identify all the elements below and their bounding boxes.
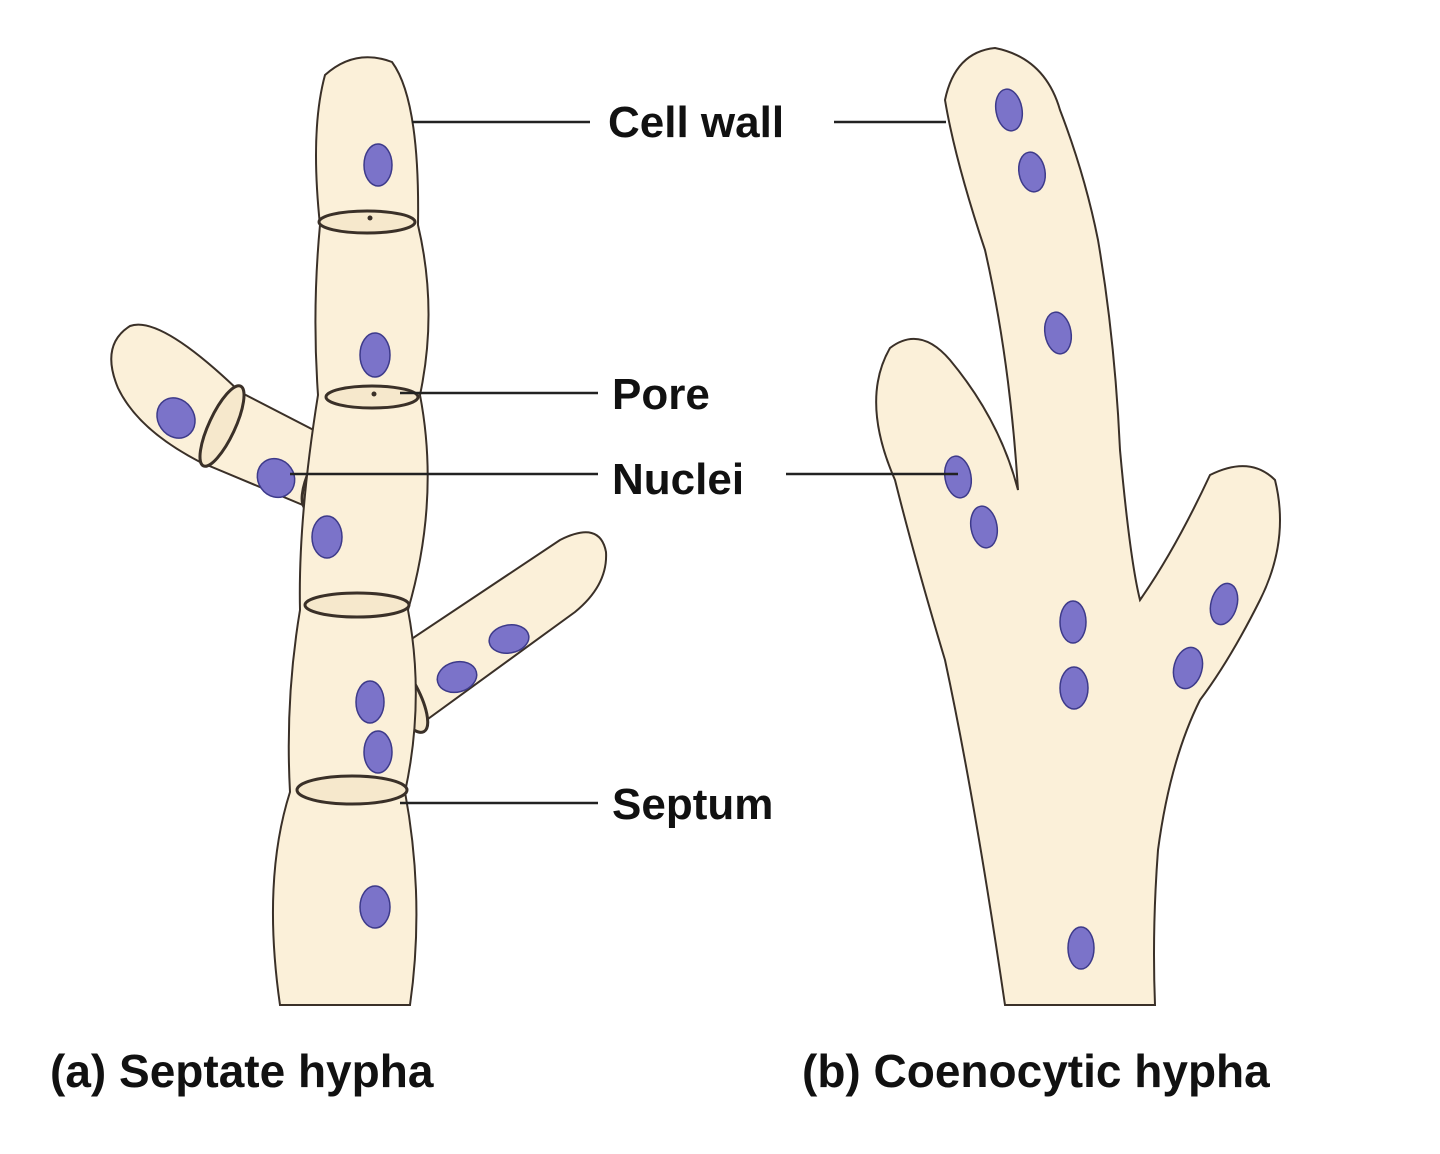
caption-b-text: Coenocytic hypha — [873, 1045, 1270, 1097]
nucleus — [1067, 926, 1095, 970]
leader-lines — [290, 120, 958, 805]
septum — [317, 209, 417, 235]
septate-trunk — [271, 56, 430, 1006]
nucleus — [943, 455, 973, 499]
caption-a-text: Septate hypha — [119, 1045, 434, 1097]
nucleus — [994, 88, 1024, 132]
nucleus — [355, 680, 385, 724]
nucleus — [488, 624, 530, 654]
septate-hypha — [110, 56, 608, 1006]
coenocytic-hypha — [875, 46, 1281, 1006]
caption-b-tag: (b) — [802, 1045, 861, 1097]
septum — [303, 591, 411, 619]
nucleus — [1017, 151, 1047, 193]
nucleus — [1043, 311, 1073, 355]
nucleus — [311, 515, 343, 559]
caption-septate: (a) Septate hypha — [50, 1048, 433, 1094]
caption-a-tag: (a) — [50, 1045, 107, 1097]
caption-coenocytic: (b) Coenocytic hypha — [802, 1048, 1270, 1094]
nucleus — [1059, 600, 1087, 644]
pore — [371, 391, 377, 397]
septum — [295, 774, 409, 806]
branch-septum — [198, 384, 246, 468]
nucleus — [969, 505, 999, 549]
septate-branch-upper-left — [110, 323, 344, 511]
nucleus — [359, 885, 391, 929]
nucleus — [363, 143, 393, 187]
nucleus — [359, 332, 391, 378]
nuclei-label: Nuclei — [612, 455, 745, 504]
nucleus — [1059, 666, 1089, 710]
nucleus — [1172, 646, 1204, 690]
nucleus — [156, 397, 196, 439]
pore — [367, 215, 373, 221]
pore-label: Pore — [612, 370, 710, 419]
nucleus — [436, 660, 478, 694]
nucleus — [1209, 582, 1239, 626]
septum-label: Septum — [612, 780, 774, 829]
septum — [324, 384, 420, 410]
nucleus — [256, 457, 296, 499]
cell-wall-label: Cell wall — [608, 98, 785, 147]
nucleus — [363, 730, 393, 774]
